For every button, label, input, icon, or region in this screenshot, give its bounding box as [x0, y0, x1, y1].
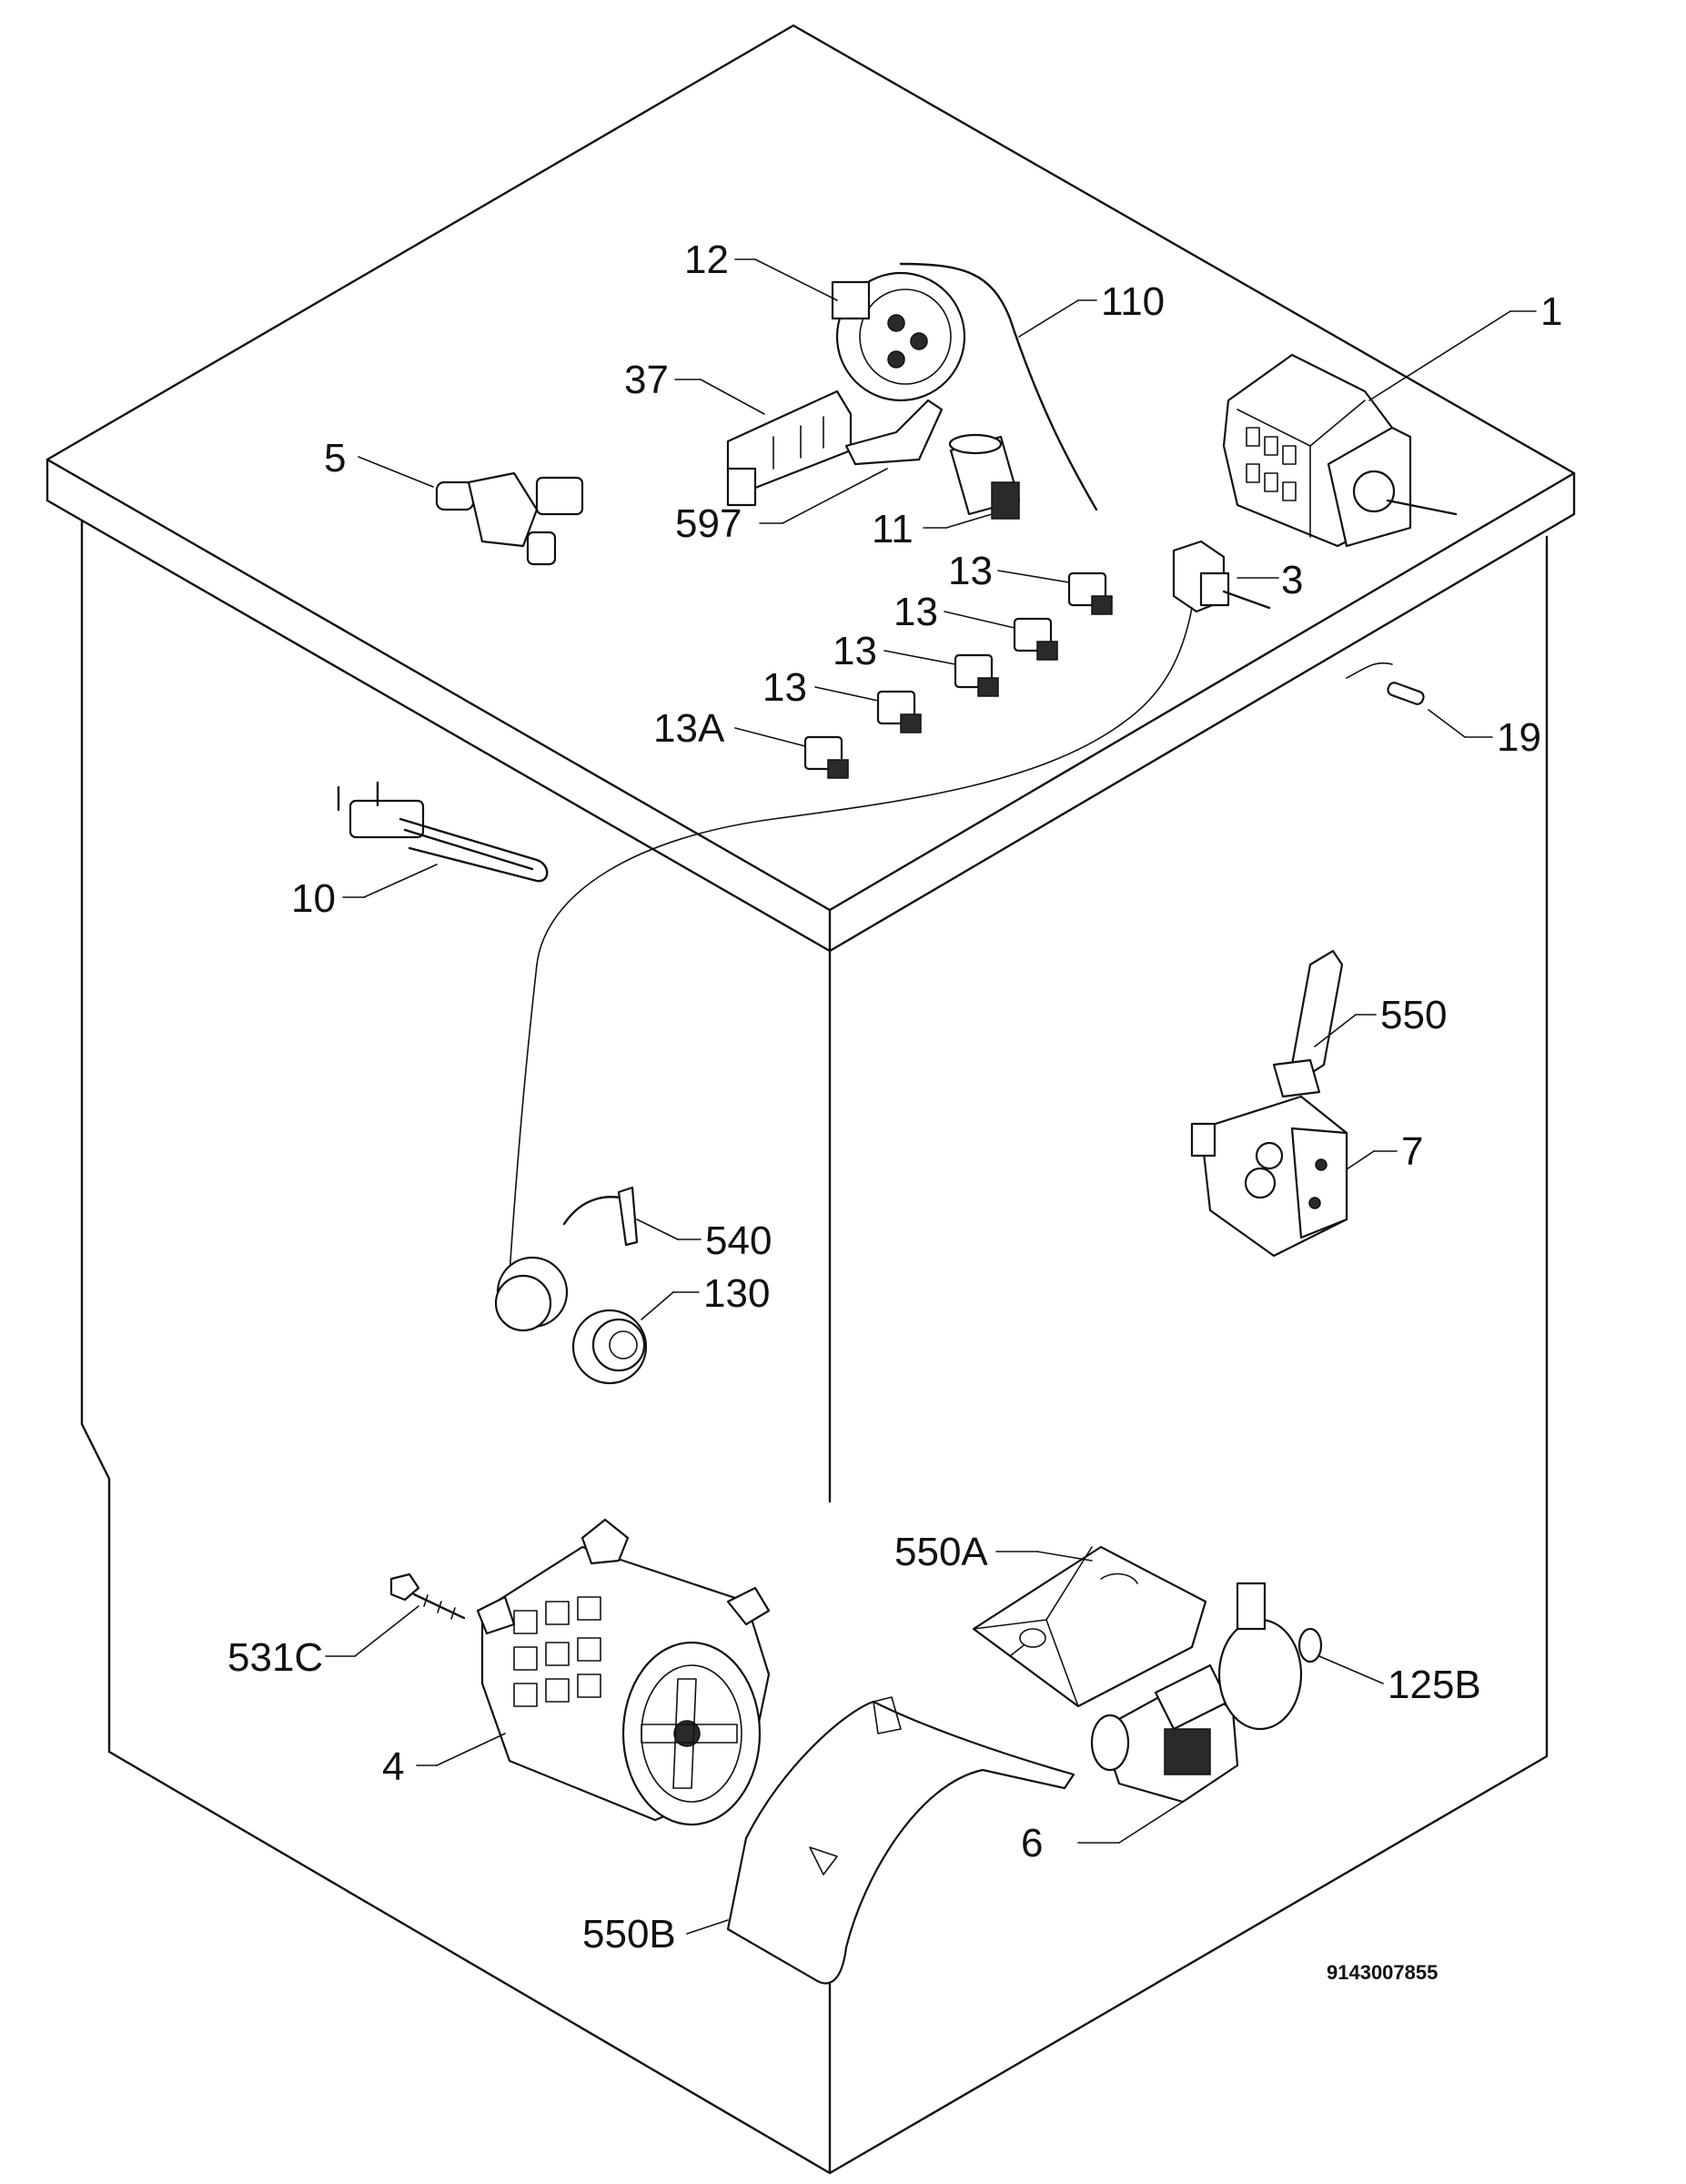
label-130: 130 [703, 1271, 770, 1316]
label-13-3: 13 [833, 629, 877, 673]
mounting-bracket [844, 399, 944, 466]
leader-550 [1314, 1014, 1357, 1047]
leader-13-4 [814, 686, 879, 702]
leader-5 [358, 456, 434, 488]
label-10: 10 [291, 876, 336, 921]
label-550: 550 [1380, 993, 1447, 1037]
terminal-block [726, 389, 853, 507]
leader-13-1 [997, 570, 1070, 583]
label-6: 6 [1021, 1821, 1043, 1866]
selector-switch [509, 540, 1271, 1275]
leader-130 [641, 1291, 674, 1320]
connector-plug-3 [954, 653, 999, 697]
water-valve [435, 471, 584, 566]
label-13-1: 13 [948, 549, 993, 593]
label-37: 37 [624, 358, 669, 402]
door-interlock [1190, 1095, 1348, 1258]
connector-plug-1 [1067, 571, 1113, 615]
leader-13-3 [883, 650, 956, 665]
pressure-switch [831, 271, 966, 402]
pressure-hose [899, 262, 1098, 511]
leader-550b [686, 1919, 729, 1935]
callout-labels: 1 3 4 5 6 7 10 11 12 13 13 13 13 13A 19 … [227, 238, 1562, 1984]
grommet-lower [571, 1309, 648, 1385]
leader-13a [734, 727, 806, 747]
door-lock-lever [1272, 949, 1344, 1098]
connector-plug-2 [1013, 617, 1058, 661]
motor-shield [726, 1696, 1075, 1985]
leader-7 [1346, 1150, 1375, 1170]
motor-screw [389, 1572, 466, 1620]
label-11: 11 [872, 507, 914, 551]
grommet-upper [494, 1256, 569, 1332]
cable-clip [562, 1186, 639, 1247]
suppressor-capacitor [948, 433, 1021, 520]
lever-cover [972, 1545, 1207, 1708]
label-1: 1 [1540, 289, 1562, 334]
programmer-timer [1222, 353, 1458, 548]
cabinet-outline [45, 24, 1576, 2175]
leader-540 [636, 1218, 679, 1240]
label-13a: 13A [653, 706, 725, 751]
label-5: 5 [324, 436, 346, 480]
leader-13-2 [944, 611, 1015, 629]
label-7: 7 [1401, 1129, 1423, 1174]
label-125b: 125B [1388, 1663, 1481, 1707]
label-540: 540 [705, 1218, 772, 1263]
drive-motor [476, 1518, 771, 1826]
label-13-2: 13 [893, 590, 938, 634]
cabinet-body [80, 519, 1549, 2175]
temperature-sensor [1346, 662, 1425, 705]
drain-pump [1090, 1582, 1323, 1804]
drawing-code: 9143007855 [1327, 1961, 1438, 1984]
label-4: 4 [382, 1744, 404, 1789]
leader-125b [1318, 1655, 1384, 1684]
label-597: 597 [675, 501, 742, 546]
label-550b: 550B [582, 1912, 676, 1956]
leader-110 [1018, 299, 1079, 338]
connector-plug-13a [803, 735, 849, 779]
heating-element [337, 781, 549, 883]
label-19: 19 [1497, 715, 1541, 760]
leader-1 [1368, 310, 1511, 401]
label-12: 12 [684, 238, 729, 282]
label-13-4: 13 [762, 665, 807, 710]
label-550a: 550A [894, 1530, 988, 1574]
connector-plug-4 [876, 690, 922, 733]
label-531c: 531C [227, 1635, 323, 1680]
label-110: 110 [1101, 279, 1165, 324]
leader-19 [1428, 709, 1466, 738]
label-3: 3 [1281, 558, 1303, 602]
